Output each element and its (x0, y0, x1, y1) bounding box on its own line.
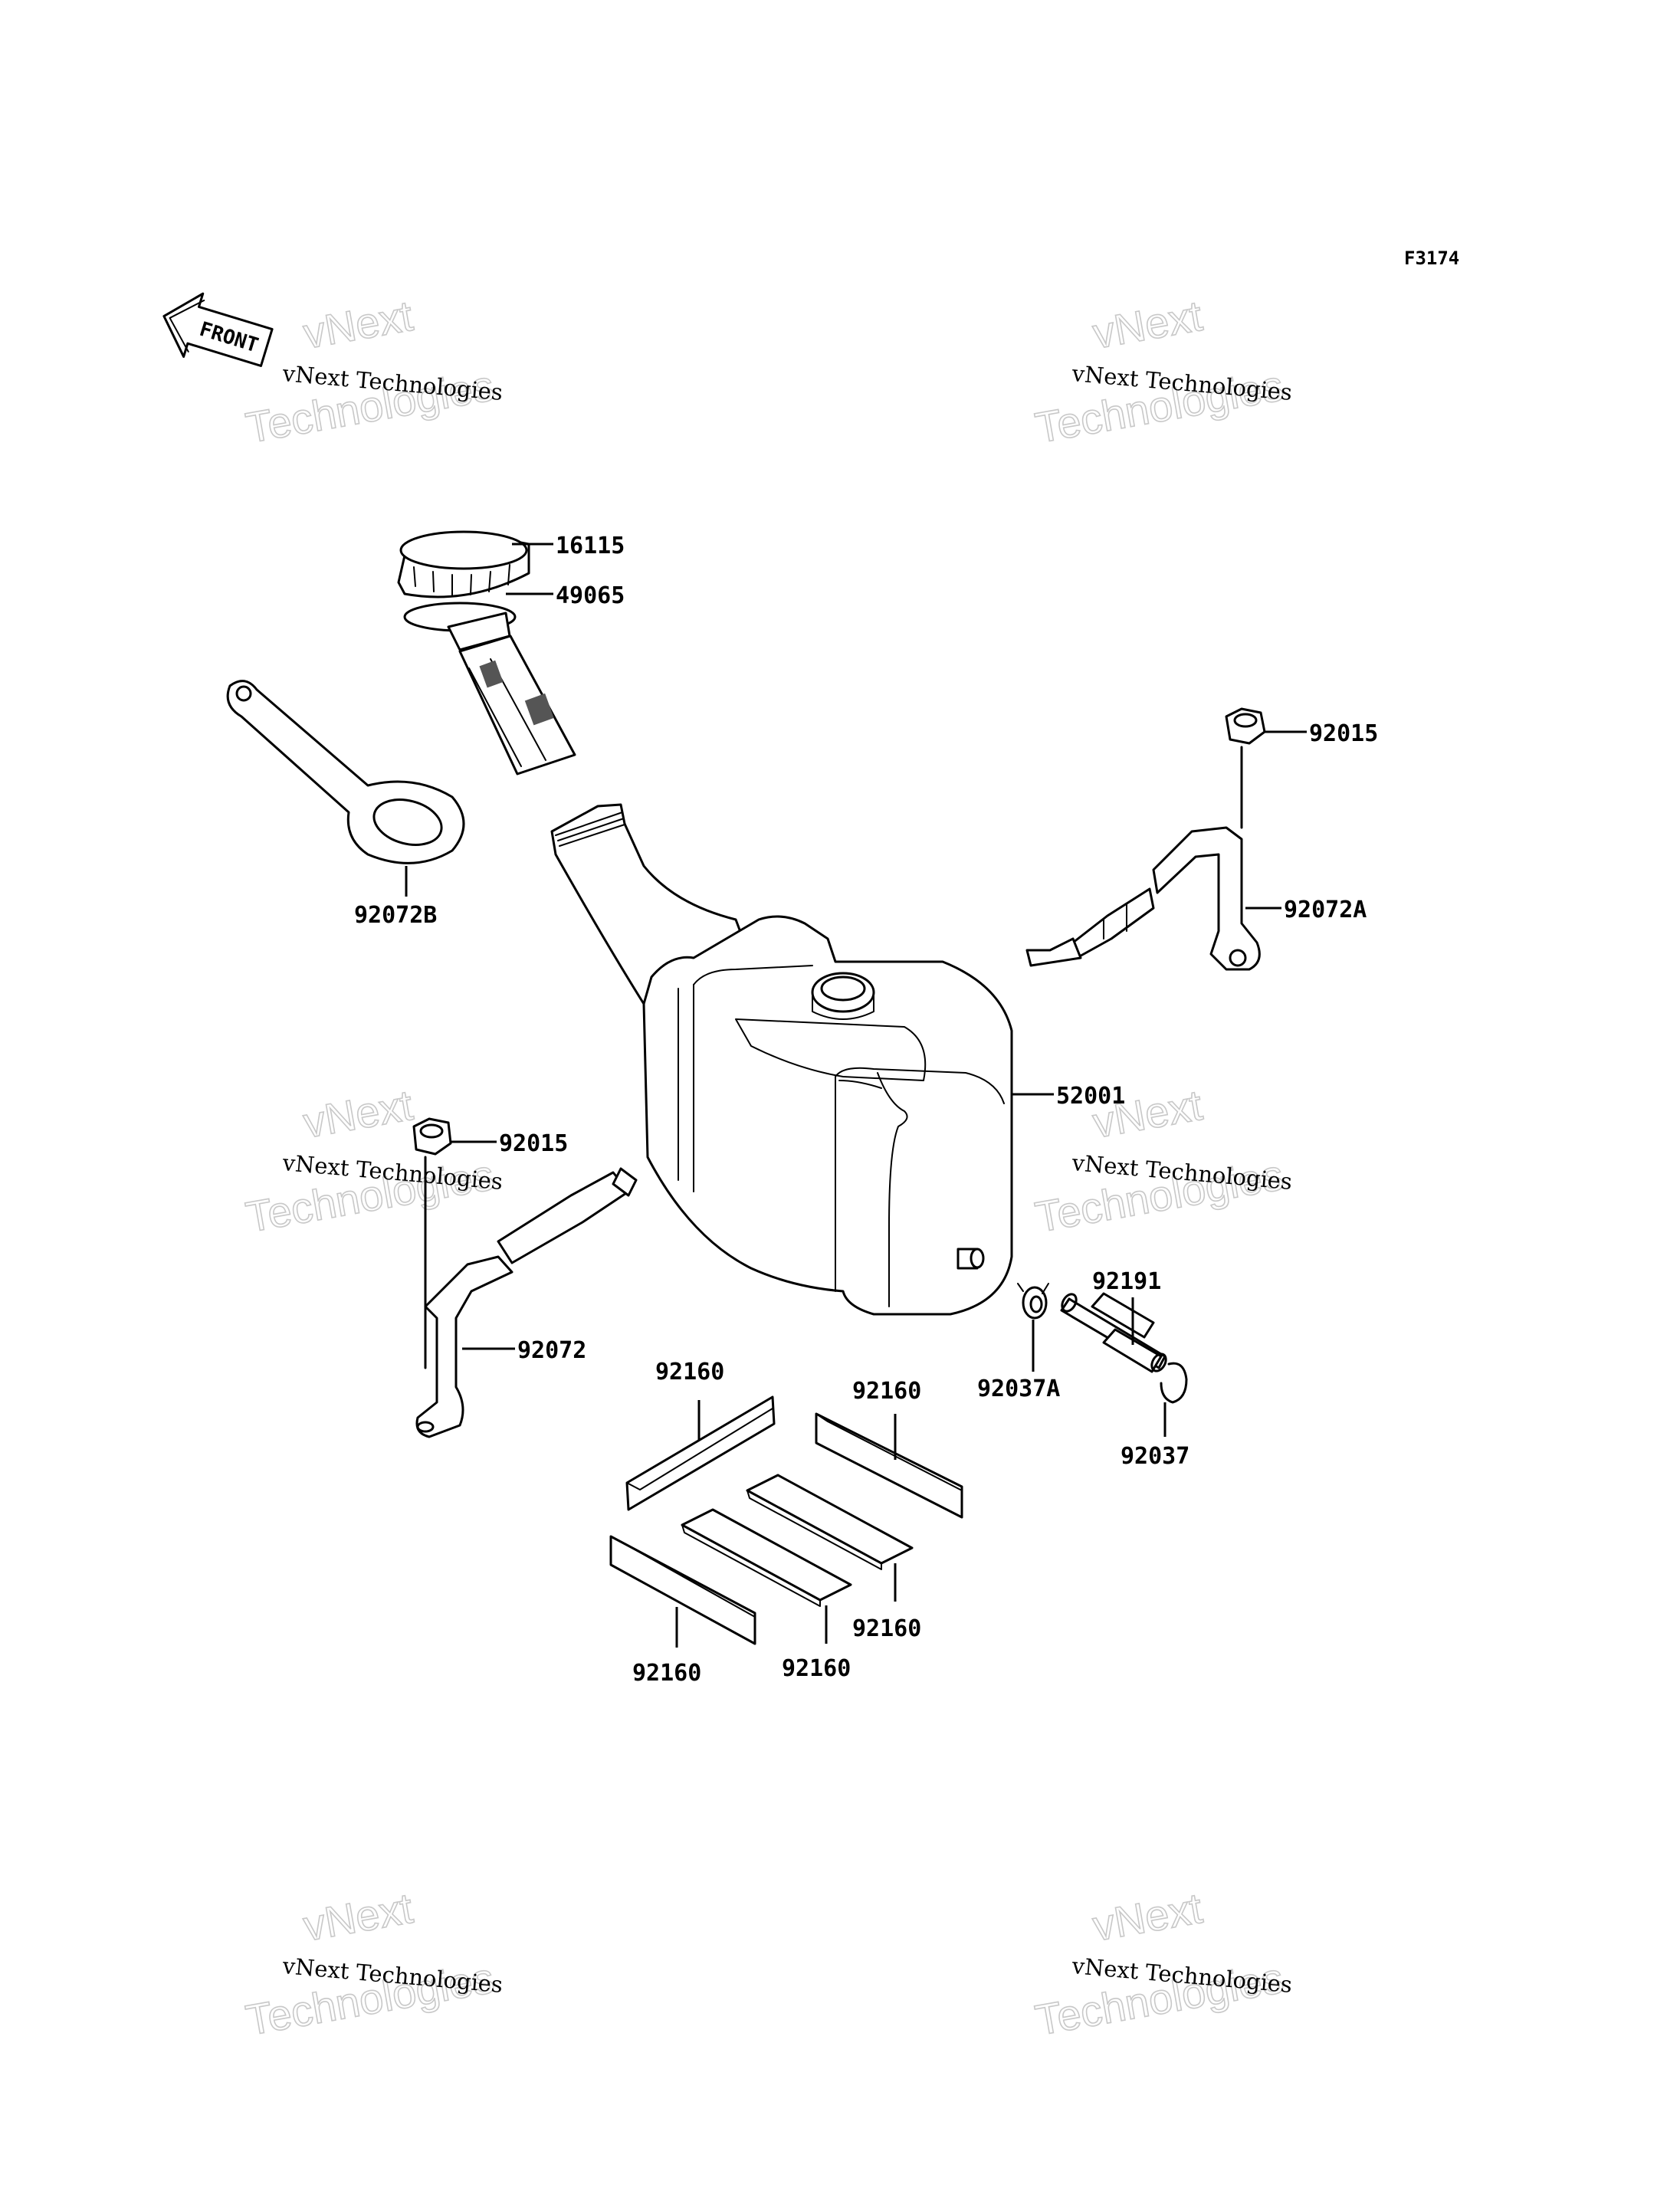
front-arrow-icon: FRONT (162, 292, 274, 367)
bracket-right-drawing (1025, 826, 1261, 971)
part-number-92160-5: 92160 (632, 1660, 701, 1687)
watermark-line1: vNext (300, 291, 416, 358)
pad-3-drawing (746, 1474, 914, 1570)
part-number-92160-4: 92160 (782, 1655, 851, 1682)
part-number-49065: 49065 (556, 582, 625, 609)
nut-left-drawing (412, 1117, 452, 1369)
part-number-92160-1: 92160 (655, 1359, 724, 1385)
pad-4-drawing (681, 1508, 852, 1607)
figure-code: F3174 (1404, 248, 1459, 269)
part-number-92015-left: 92015 (499, 1130, 568, 1157)
part-number-92160-3: 92160 (852, 1615, 921, 1642)
watermark-bottom-left: vNext Technologies vNext Technologies (241, 1883, 504, 2045)
watermark-line1: vNext (300, 1884, 416, 1950)
filler-cap-drawing (397, 530, 530, 598)
watermark-line1: vNext (1089, 291, 1206, 358)
watermark-line1: vNext (1089, 1884, 1206, 1950)
part-number-92160-2: 92160 (852, 1378, 921, 1405)
watermark-bottom-right: vNext Technologies vNext Technologies (1031, 1883, 1293, 2045)
watermark-line1: vNext (300, 1080, 416, 1147)
watermark-top-right: vNext Technologies vNext Technologies (1031, 290, 1293, 453)
clamp-a-drawing (1017, 1283, 1049, 1320)
part-number-92072B: 92072B (354, 902, 437, 929)
pad-5-drawing (609, 1535, 756, 1645)
part-number-92037: 92037 (1121, 1443, 1189, 1470)
band-92072b-drawing (226, 680, 465, 864)
clamp-drawing (1160, 1362, 1188, 1404)
watermark-top-left: vNext Technologies vNext Technologies (241, 290, 504, 453)
part-number-92072A: 92072A (1284, 897, 1367, 923)
part-number-16115: 16115 (556, 533, 625, 559)
part-number-92072: 92072 (517, 1337, 586, 1364)
bracket-left-drawing (415, 1167, 638, 1438)
nut-right-drawing (1225, 707, 1266, 829)
hose-drawing (1060, 1292, 1167, 1373)
part-number-92191: 92191 (1092, 1268, 1161, 1295)
pad-2-drawing (815, 1412, 963, 1519)
pad-1-drawing (625, 1395, 776, 1511)
fuel-tank-drawing (550, 803, 1013, 1316)
part-number-92015-right: 92015 (1309, 720, 1378, 747)
part-number-52001: 52001 (1056, 1083, 1125, 1110)
part-number-92037A: 92037A (977, 1376, 1060, 1402)
fuel-filter-drawing (403, 602, 576, 776)
watermark-mid-left: vNext Technologies vNext Technologies (241, 1080, 504, 1242)
